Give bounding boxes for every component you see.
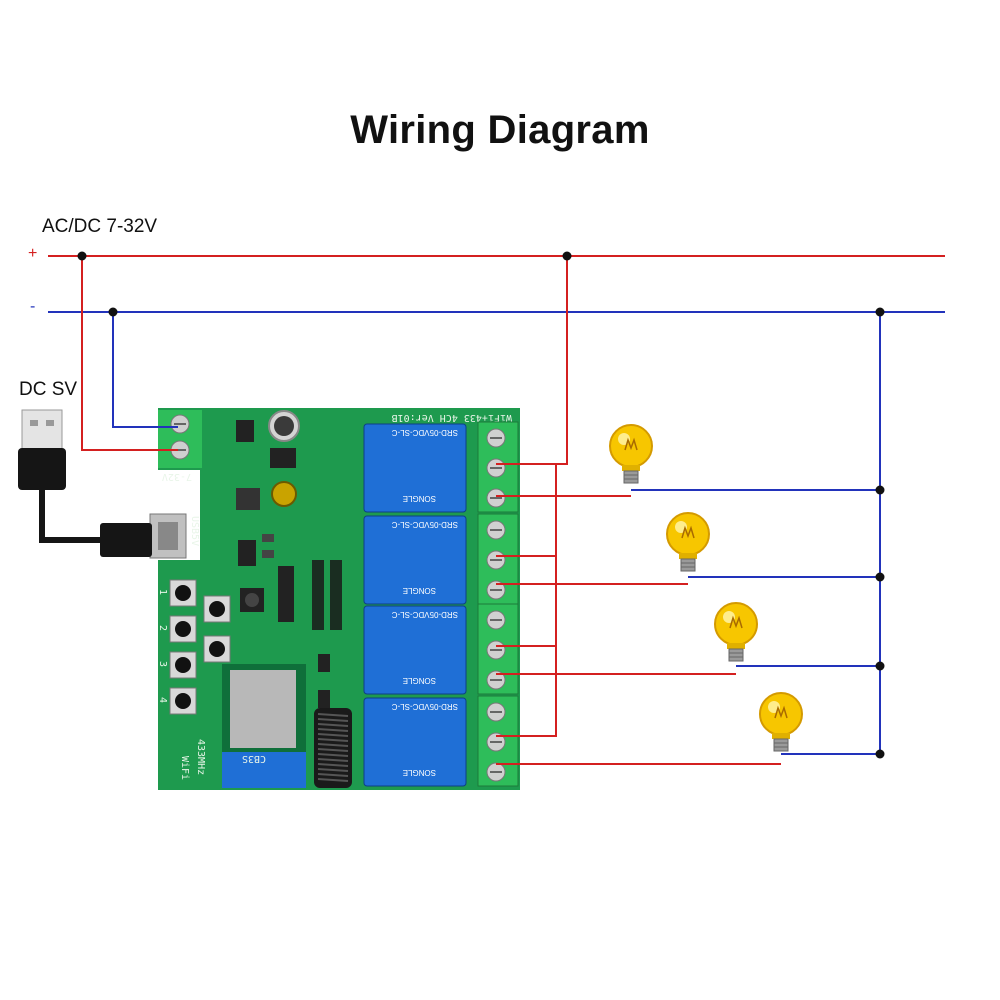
junction-dot: [77, 251, 87, 261]
negative-feed-wire: [112, 312, 178, 428]
junction-dot: [875, 307, 885, 317]
relay-terminal-1[interactable]: [477, 421, 519, 513]
button-number-1: 1: [157, 589, 168, 595]
ic-chip: [278, 566, 294, 622]
antenna-text: 433MHz: [195, 739, 206, 775]
relay-2: SRD-05VDC-SL-C SONGLE: [363, 515, 467, 605]
relay-model-text: SRD-05VDC-SL-C: [392, 610, 458, 619]
relay-brand-text: SONGLE: [403, 768, 436, 777]
relay-4: SRD-05VDC-SL-C SONGLE: [363, 697, 467, 787]
junction-dot: [562, 251, 572, 261]
light-bulb-icon: [666, 512, 710, 572]
relay-brand-text: SONGLE: [403, 494, 436, 503]
relay-1: SRD-05VDC-SL-C SONGLE: [363, 423, 467, 513]
junction-dot: [875, 485, 885, 495]
regulator: [270, 448, 296, 468]
relay-model-text: SRD-05VDC-SL-C: [392, 520, 458, 529]
usb-port-text: USB5V: [189, 516, 200, 546]
usb-power-label: DC SV: [19, 379, 78, 400]
power-terminal[interactable]: [158, 410, 202, 468]
light-bulb-icon: [759, 692, 803, 752]
relay-brand-text: SONGLE: [403, 676, 436, 685]
usb-plug-body: [18, 448, 66, 490]
button-number-2: 2: [157, 625, 168, 631]
usb-cable: [18, 409, 152, 557]
button-6[interactable]: [203, 635, 231, 663]
light-bulb-icon: [714, 602, 758, 662]
relay-brand-text: SONGLE: [403, 586, 436, 595]
wifi-module: [222, 664, 306, 788]
relay-model-text: SRD-05VDC-SL-C: [392, 428, 458, 437]
button-number-4: 4: [157, 697, 168, 703]
usb-plug-metal: [21, 409, 63, 453]
button-number-3: 3: [157, 661, 168, 667]
button-1[interactable]: [169, 579, 197, 607]
positive-rail-label: +: [28, 245, 38, 262]
relay-model-text: SRD-05VDC-SL-C: [392, 702, 458, 711]
relay-3: SRD-05VDC-SL-C SONGLE: [363, 605, 467, 695]
supply-voltage-label: AC/DC 7-32V: [42, 216, 158, 237]
junction-dot: [108, 307, 118, 317]
relay-terminal-2[interactable]: [477, 513, 519, 605]
module-text: CB3S: [242, 753, 266, 764]
common-bus-wire: [496, 464, 557, 737]
button-3[interactable]: [169, 651, 197, 679]
junction-dot: [875, 661, 885, 671]
negative-rail-label: -: [30, 298, 36, 315]
antenna: [314, 708, 352, 788]
power-terminal-text: 7-32V: [162, 471, 192, 482]
junction-dot: [875, 749, 885, 759]
usb-port[interactable]: [149, 513, 187, 559]
common-feed-wire: [496, 256, 568, 465]
junction-dot: [875, 572, 885, 582]
diagram-title: Wiring Diagram: [350, 108, 650, 152]
inductor: [236, 488, 260, 510]
button-5[interactable]: [203, 595, 231, 623]
positive-feed-wire: [81, 256, 178, 451]
light-bulb-icon: [609, 424, 653, 484]
relay-board: 7-32V USB5V 1 2 3 4 CB3S 433MHz WiFi WiFi+4…: [149, 408, 520, 790]
button-2[interactable]: [169, 615, 197, 643]
relay-terminal-4[interactable]: [477, 695, 519, 787]
capacitor-2: [271, 481, 297, 507]
wifi-text: WiFi: [179, 756, 190, 780]
button-4[interactable]: [169, 687, 197, 715]
chip: [236, 420, 254, 442]
relay-terminal-3[interactable]: [477, 603, 519, 695]
board-header-text: WiFi+433 4CH Ver:01B: [392, 412, 512, 423]
